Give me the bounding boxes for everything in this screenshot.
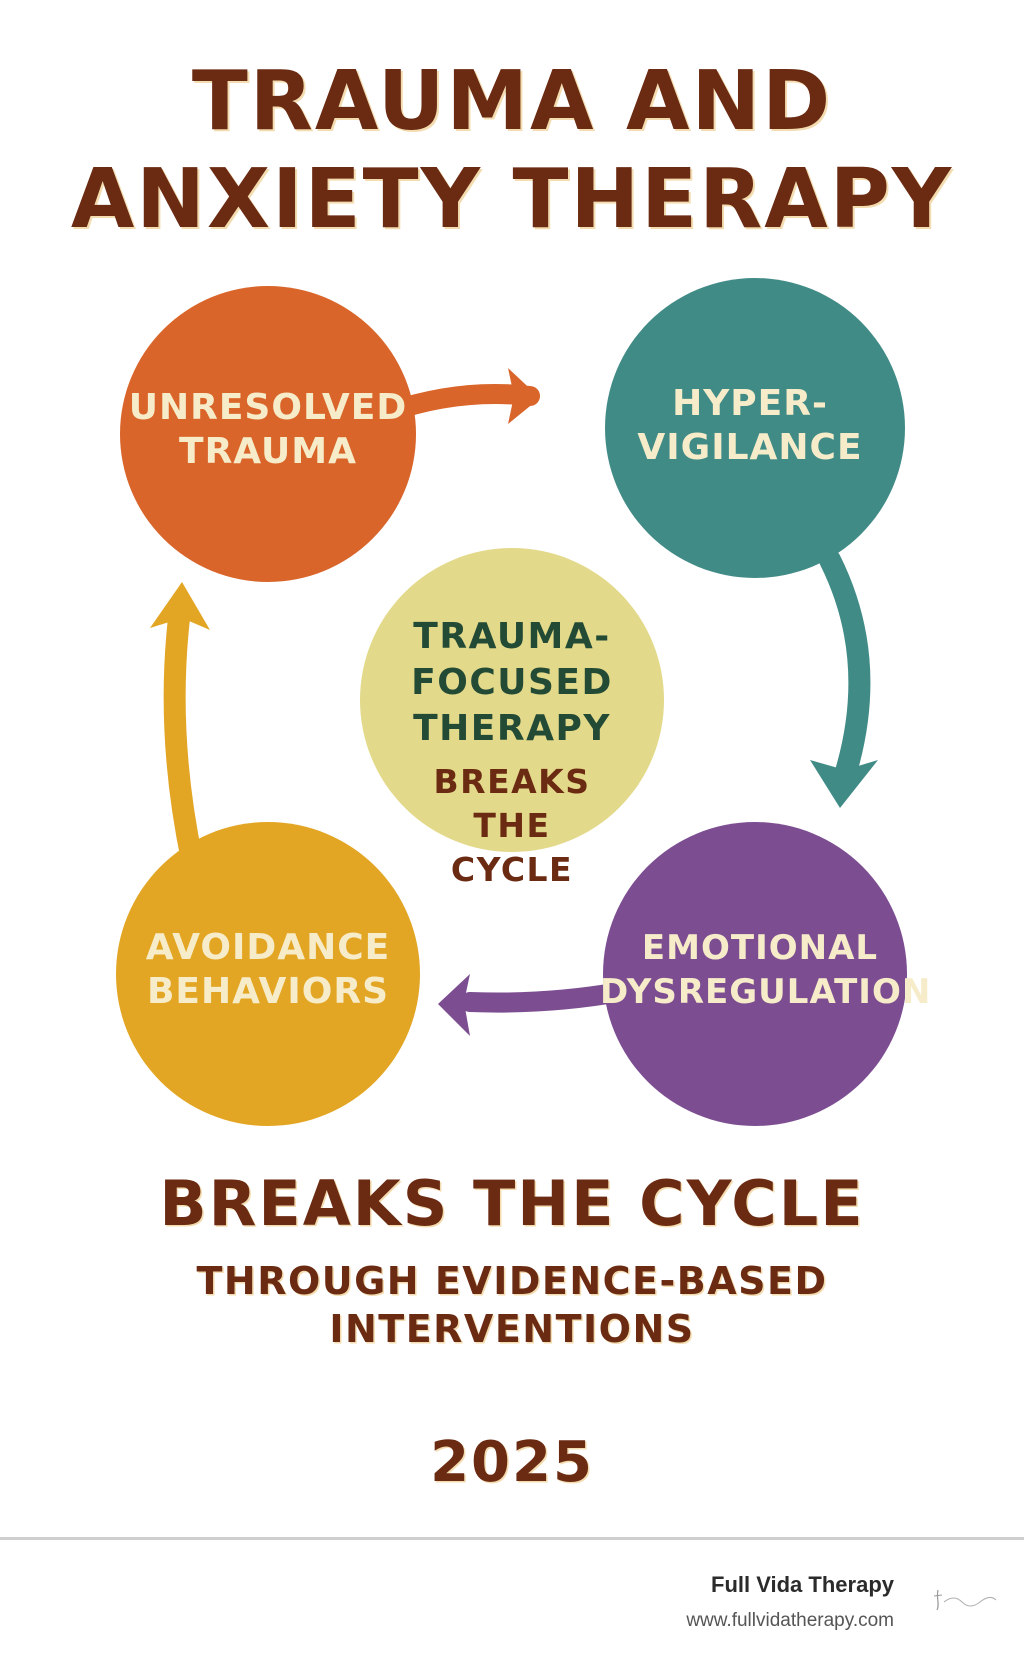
subheadline-line-1: THROUGH EVIDENCE-BASED [196, 1259, 828, 1303]
node-label-line: DYSREGULATION [600, 972, 932, 1012]
node-label-line: HYPER- [672, 383, 828, 424]
node-label-line: UNRESOLVED [128, 387, 408, 428]
arrowhead-hypervigilance-to-dysregulation [810, 760, 878, 808]
arrowhead-dysregulation-to-avoidance [438, 974, 470, 1036]
node-label-line: EMOTIONAL [641, 928, 879, 968]
node-label-unresolved-trauma: UNRESOLVED TRAUMA [118, 386, 418, 474]
center-label-line: TRAUMA- [413, 616, 611, 657]
footer-url: www.fullvidatherapy.com [686, 1610, 894, 1631]
node-label-avoidance-behaviors: AVOIDANCE BEHAVIORS [118, 926, 418, 1014]
node-label-line: AVOIDANCE [145, 927, 391, 968]
footer-brand-name: Full Vida Therapy [711, 1572, 894, 1597]
title-line-2: ANXIETY THERAPY [70, 152, 954, 247]
center-sub-label-line: BREAKS [433, 762, 591, 801]
footer-divider [0, 1537, 1024, 1540]
center-sub-label-line: CYCLE [450, 850, 574, 889]
year: 2025 [430, 1430, 594, 1495]
headline: BREAKS THE CYCLE [159, 1167, 865, 1240]
brand-logo-icon [933, 1589, 997, 1611]
center-label-line: THERAPY [413, 708, 611, 749]
node-label-hypervigilance: HYPER- VIGILANCE [600, 382, 900, 470]
circle-unresolved-trauma [120, 286, 416, 582]
center-label-line: FOCUSED [411, 662, 613, 703]
node-label-line: BEHAVIORS [146, 971, 390, 1012]
arrow-avoidance-to-trauma [163, 599, 203, 871]
subheadline-line-2: INTERVENTIONS [329, 1307, 695, 1351]
node-label-line: VIGILANCE [637, 427, 863, 468]
circle-emotional-dysregulation [603, 822, 907, 1126]
circle-hypervigilance [605, 278, 905, 578]
arrow-hypervigilance-to-dysregulation [819, 549, 871, 786]
arrowhead-avoidance-to-trauma [150, 582, 210, 630]
arrow-dysregulation-to-avoidance [460, 982, 630, 1013]
circle-avoidance-behaviors [116, 822, 420, 1126]
center-sub-label: BREAKS THE CYCLE [362, 760, 662, 892]
node-label-line: TRAUMA [179, 431, 357, 472]
title-line-1: TRAUMA AND [191, 54, 833, 149]
center-sub-label-line: THE [473, 806, 551, 845]
center-label: TRAUMA- FOCUSED THERAPY [362, 614, 662, 752]
node-label-emotional-dysregulation: EMOTIONAL DYSREGULATION [600, 926, 932, 1014]
circle-center-trauma-focused-therapy [360, 548, 664, 852]
arrowhead-trauma-to-hypervigilance [508, 368, 540, 424]
